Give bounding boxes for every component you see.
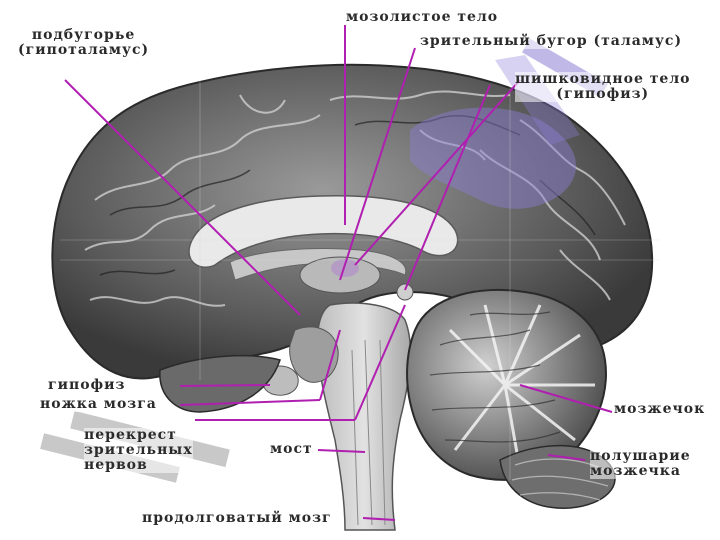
label-cerebellar-hemisphere: полушарие мозжечка <box>590 448 691 479</box>
label-optic-chiasm: перекрест зрительных нервов <box>84 427 193 473</box>
leader-peduncle-v <box>319 329 341 401</box>
highlight-region <box>410 107 577 209</box>
label-thalamus: зрительный бугор (таламус) <box>420 33 683 49</box>
sulci-pattern <box>99 114 596 276</box>
leader-peduncle-h <box>179 399 321 406</box>
pineal-shape <box>396 283 414 301</box>
leader-hypothalamus <box>64 79 301 316</box>
leader-pons <box>317 449 366 453</box>
leader-cerebellum <box>519 384 613 413</box>
label-hypothalamus: подбугорье (гипоталамус) <box>18 27 150 58</box>
leader-pituitary <box>179 384 271 387</box>
arbor-vitae <box>448 304 595 471</box>
temporal-lobe <box>159 354 281 413</box>
thalamus-highlight <box>331 259 359 277</box>
brainstem-striations <box>351 339 386 526</box>
label-medulla: продолговатый мозг <box>142 510 332 526</box>
leader-thalamus <box>339 47 416 281</box>
cerebellar-folia <box>429 311 561 443</box>
label-pituitary: гипофиз <box>48 377 126 393</box>
label-corpus-callosum: мозолистое тело <box>346 9 499 25</box>
gyri-pattern <box>84 90 626 307</box>
label-pons: мост <box>270 441 313 457</box>
cerebral-peduncle-shape <box>289 326 339 383</box>
leader-medulla <box>362 517 396 521</box>
corpus-callosum-shape <box>188 195 459 268</box>
leader-pineal-a <box>354 79 521 266</box>
label-cerebellum: мозжечок <box>614 401 706 417</box>
label-cerebral-peduncle: ножка мозга <box>40 396 157 412</box>
leader-lines <box>64 25 613 521</box>
label-pineal: шишковидное тело (гипофиз) <box>515 71 691 102</box>
leader-pineal-b <box>404 84 491 291</box>
leader-chiasm-v <box>354 304 406 421</box>
leader-cerebellar-hemisphere <box>547 454 586 461</box>
